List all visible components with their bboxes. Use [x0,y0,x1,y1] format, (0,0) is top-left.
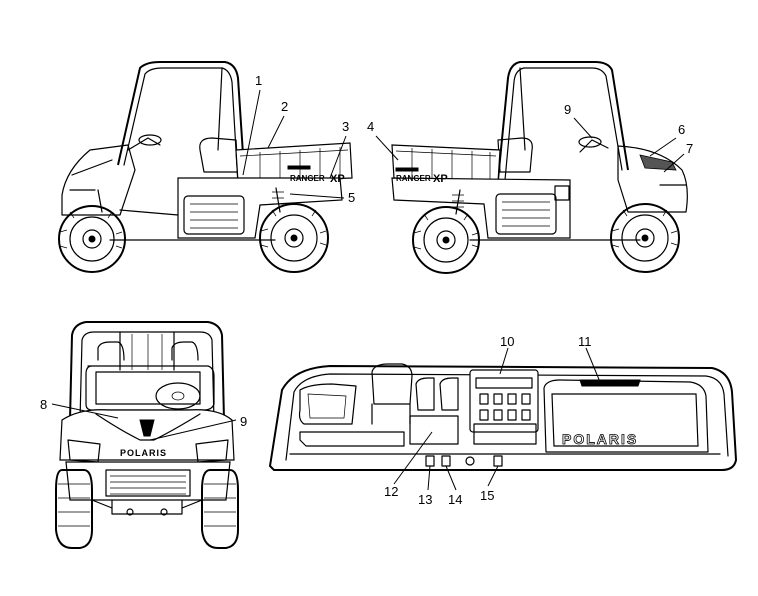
callout-4: 4 [367,119,374,134]
callout-numbers: 1 2 3 4 5 6 7 8 9 9 10 11 12 13 14 15 [40,73,693,507]
callout-leaders [51,89,685,491]
polaris-dash-decal: POLARIS [562,431,638,447]
callout-9-side: 9 [564,102,571,117]
callout-5: 5 [348,190,355,205]
vehicle-right-side-view: RANGER XP [391,61,688,274]
callout-14: 14 [448,492,462,507]
vehicle-left-side-view: RANGER XP [58,61,353,273]
xp-decal-right: XP [433,173,448,185]
callout-10: 10 [500,334,514,349]
callout-2: 2 [281,99,288,114]
callout-13: 13 [418,492,432,507]
callout-3: 3 [342,119,349,134]
callout-9-front: 9 [240,414,247,429]
callout-6: 6 [678,122,685,137]
callout-15: 15 [480,488,494,503]
dashboard-view: POLARIS [269,363,737,471]
ranger-decal-left: RANGER [290,174,325,183]
callout-12: 12 [384,484,398,499]
vehicle-front-view: POLARIS [55,321,239,549]
callout-8: 8 [40,397,47,412]
callout-11: 11 [578,334,592,349]
ranger-decal-right: RANGER [396,174,431,183]
callout-7: 7 [686,141,693,156]
xp-decal-left: XP [330,173,345,185]
polaris-front-decal: POLARIS [120,448,167,458]
callout-1: 1 [255,73,262,88]
